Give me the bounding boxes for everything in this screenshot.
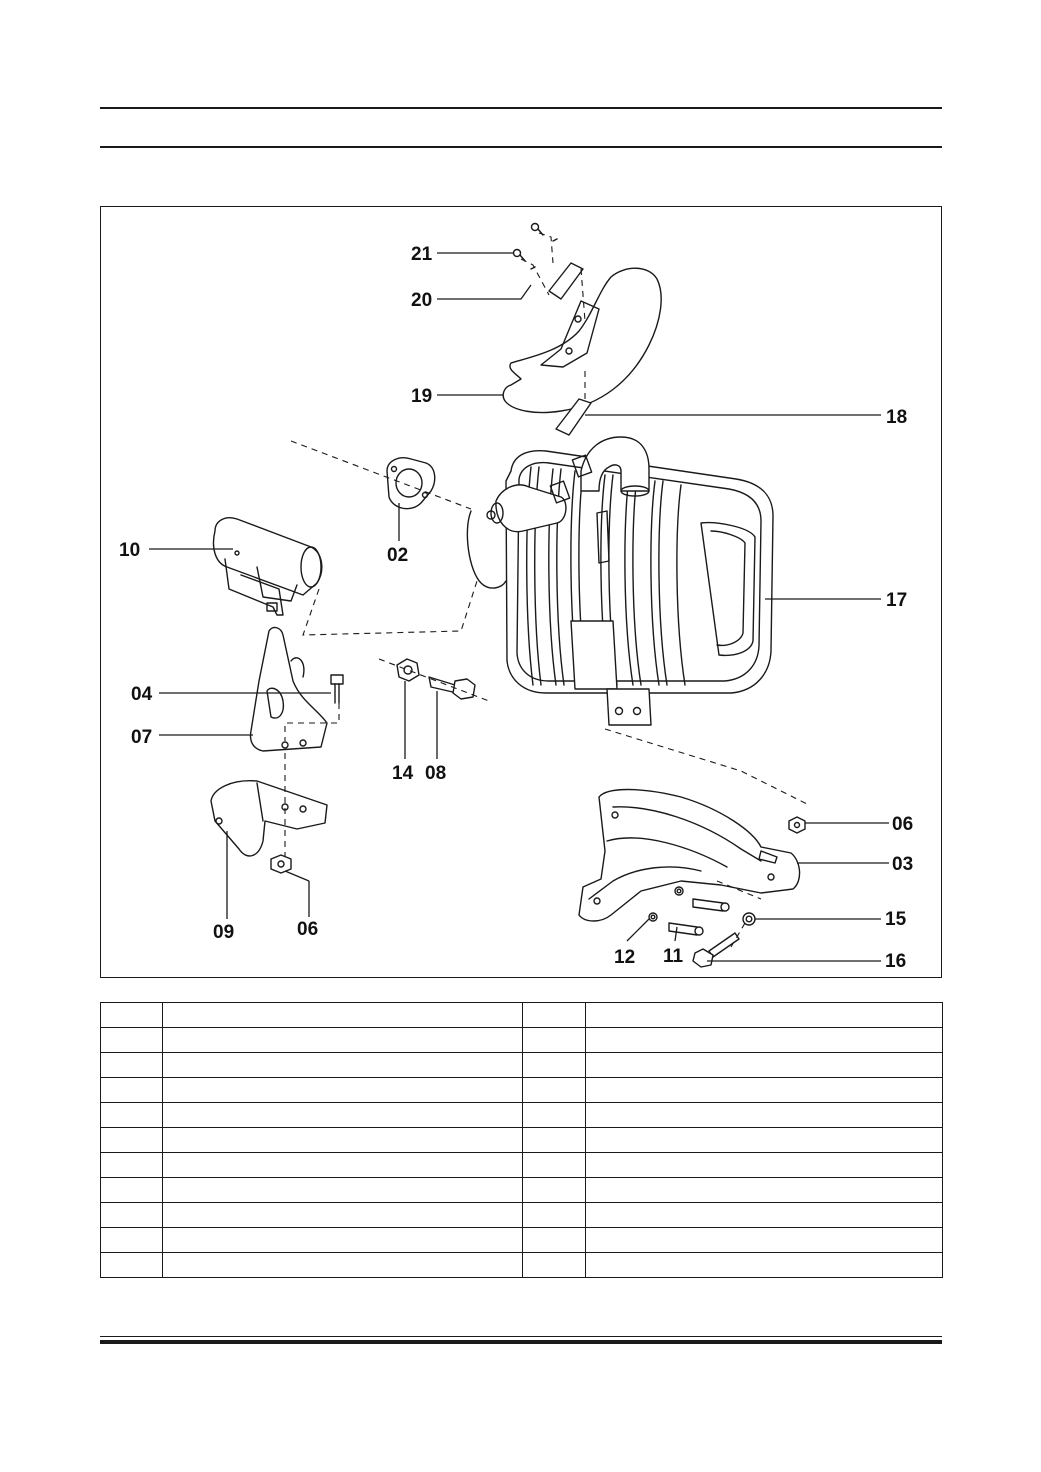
table-row: [100, 1102, 943, 1128]
part-number-cell: [100, 1177, 163, 1203]
callout-14: 14: [392, 763, 414, 784]
part-number-cell: [522, 1152, 586, 1178]
part-number-cell: [522, 1077, 586, 1103]
exploded-diagram: 21 20 19 18 10 02 17 04 07 14 08 06 03 0…: [100, 206, 942, 978]
part-name-cell: [585, 1227, 943, 1253]
callout-07: 07: [131, 727, 152, 748]
diagram-drawing: 21 20 19 18 10 02 17 04 07 14 08 06 03 0…: [119, 222, 913, 972]
part-name-cell: [162, 1077, 523, 1103]
footer-thick-rule: [100, 1340, 942, 1344]
part-number-cell: [100, 1102, 163, 1128]
heat-shield-upper: [502, 267, 662, 414]
part-name-cell: [585, 1152, 943, 1178]
pipe-bracket-10: [212, 517, 323, 616]
part-number-cell: [100, 1027, 163, 1053]
part-name-cell: [585, 1077, 943, 1103]
callout-12: 12: [614, 947, 635, 968]
part-name-cell: [162, 1002, 523, 1028]
part-name-cell: [162, 1052, 523, 1078]
part-name-cell: [585, 1002, 943, 1028]
part-number-cell: [522, 1052, 586, 1078]
lower-bracket-09: [210, 780, 328, 857]
bolt-16: [692, 932, 740, 968]
table-row: [100, 1002, 943, 1028]
part-name-cell: [162, 1177, 523, 1203]
table-row: [100, 1177, 943, 1203]
part-name-cell: [585, 1102, 943, 1128]
table-row: [100, 1227, 943, 1253]
part-number-cell: [100, 1202, 163, 1228]
callout-08: 08: [425, 763, 446, 784]
part-number-cell: [522, 1002, 586, 1028]
part-number-cell: [522, 1227, 586, 1253]
callout-06-left: 06: [297, 919, 318, 940]
callout-03: 03: [892, 854, 913, 875]
part-number-cell: [522, 1202, 586, 1228]
heat-shield-lower-03: [578, 788, 801, 922]
nut-06-left: [270, 854, 292, 874]
screws-21: [512, 222, 558, 270]
part-number-cell: [522, 1177, 586, 1203]
part-name-cell: [585, 1202, 943, 1228]
bolt-08: [428, 676, 476, 700]
callout-11: 11: [663, 946, 684, 967]
mount-bracket-07: [249, 626, 328, 752]
gasket-02: [386, 457, 436, 510]
nut-06-right: [788, 816, 806, 834]
part-name-cell: [162, 1127, 523, 1153]
footer-thin-rule: [100, 1336, 942, 1337]
callout-02: 02: [387, 545, 408, 566]
part-number-cell: [100, 1252, 163, 1278]
part-number-cell: [522, 1027, 586, 1053]
part-name-cell: [585, 1252, 943, 1278]
callout-15: 15: [885, 909, 907, 930]
table-row: [100, 1252, 943, 1278]
part-number-cell: [522, 1102, 586, 1128]
callout-20: 20: [411, 290, 432, 311]
muffler-body: [466, 436, 774, 726]
table-row: [100, 1052, 943, 1078]
table-row: [100, 1202, 943, 1228]
table-row: [100, 1152, 943, 1178]
table-row: [100, 1077, 943, 1103]
strap-20: [548, 262, 584, 300]
part-number-cell: [100, 1127, 163, 1153]
part-number-cell: [522, 1252, 586, 1278]
part-name-cell: [162, 1202, 523, 1228]
part-name-cell: [585, 1027, 943, 1053]
strap-18: [555, 398, 592, 436]
part-number-cell: [100, 1077, 163, 1103]
callout-09: 09: [213, 922, 234, 943]
table-row: [100, 1027, 943, 1053]
callout-18: 18: [886, 407, 907, 428]
part-name-cell: [162, 1252, 523, 1278]
callout-16: 16: [885, 951, 906, 972]
part-name-cell: [162, 1102, 523, 1128]
nut-14: [396, 658, 420, 682]
part-name-cell: [162, 1152, 523, 1178]
part-name-cell: [585, 1127, 943, 1153]
part-name-cell: [585, 1052, 943, 1078]
part-number-cell: [100, 1002, 163, 1028]
part-number-cell: [522, 1127, 586, 1153]
header-top-rule: [100, 107, 942, 109]
callout-06-right: 06: [892, 814, 913, 835]
bolt-04: [330, 674, 344, 704]
callout-04: 04: [131, 684, 153, 705]
parts-list-table: [100, 1002, 943, 1278]
callout-19: 19: [411, 386, 432, 407]
table-row: [100, 1127, 943, 1153]
part-name-cell: [585, 1177, 943, 1203]
part-number-cell: [100, 1152, 163, 1178]
header-bottom-rule: [100, 146, 942, 148]
callout-10: 10: [119, 540, 140, 561]
part-number-cell: [100, 1052, 163, 1078]
bolts-11: [668, 898, 730, 936]
part-number-cell: [100, 1227, 163, 1253]
callout-17: 17: [886, 590, 907, 611]
part-name-cell: [162, 1027, 523, 1053]
part-name-cell: [162, 1227, 523, 1253]
callout-21: 21: [411, 244, 433, 265]
